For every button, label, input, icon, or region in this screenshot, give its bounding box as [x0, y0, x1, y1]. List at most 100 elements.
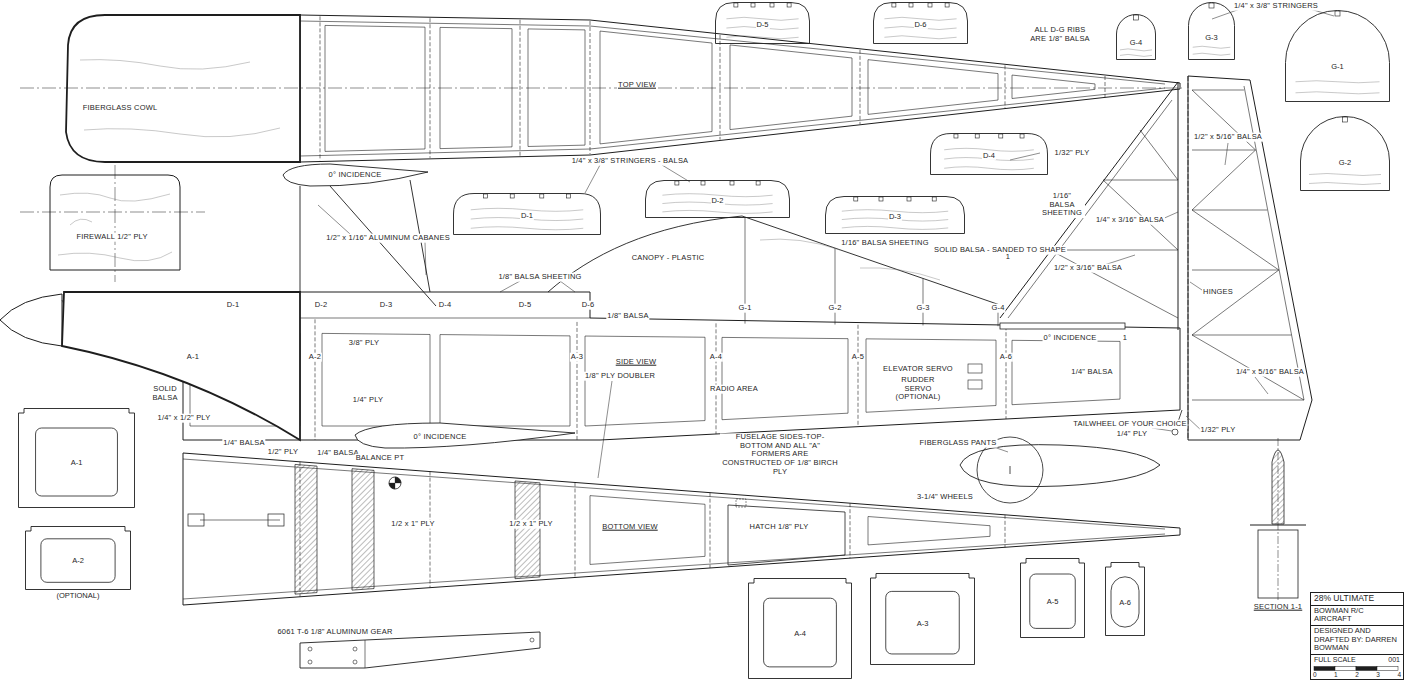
stringer-notch — [701, 181, 705, 185]
material-note: ELEVATOR SERVO — [882, 365, 954, 374]
former-template: D-1 — [453, 193, 601, 235]
former-line — [315, 319, 316, 440]
former-line — [710, 493, 711, 568]
former-svg — [1116, 14, 1156, 60]
cowl-grain — [80, 60, 280, 137]
rudder-outline — [1188, 76, 1312, 440]
stringer-notch — [854, 197, 858, 201]
lightening-panel — [1012, 340, 1120, 404]
material-note: 1/4" x 1/2" PLY — [157, 414, 212, 423]
lightening-panel — [528, 29, 585, 147]
part-number: D-3 — [888, 213, 902, 221]
leader-line — [1152, 428, 1172, 431]
stringer-notch — [954, 134, 958, 138]
stringer-notch — [730, 181, 734, 185]
wood-grain — [726, 17, 798, 20]
wood-grain — [471, 208, 583, 211]
leader-line — [1225, 143, 1228, 165]
former-outline — [749, 579, 852, 679]
former-callout: G-4 — [990, 304, 1005, 313]
wood-grain — [944, 167, 1034, 170]
former-outline — [19, 409, 135, 508]
stringer-notch — [907, 197, 911, 201]
former-line — [1105, 76, 1106, 97]
part-number: G-3 — [1204, 34, 1219, 42]
former-line — [860, 50, 861, 124]
stringer-notch — [734, 3, 738, 7]
material-note: 1/2 x 1" PLY — [390, 520, 435, 529]
former-callout: G-3 — [915, 304, 930, 313]
tailwheel — [1172, 429, 1178, 435]
rudder-diagonal — [1192, 150, 1256, 210]
stringer-notch — [975, 134, 979, 138]
part-number: A-2 — [71, 557, 85, 565]
former-svg — [1188, 2, 1235, 60]
material-note: HATCH 1/8" PLY — [749, 523, 810, 532]
wood-grain — [1296, 92, 1380, 94]
lightening-panel — [325, 25, 425, 151]
former-line — [835, 248, 836, 324]
material-note: 1/4" PLY — [352, 396, 384, 405]
fiberglass-cowl — [66, 15, 300, 162]
view-title: SIDE VIEW — [615, 358, 658, 367]
view-title: BOTTOM VIEW — [601, 523, 658, 532]
stringer-notch — [1134, 15, 1139, 20]
material-note: 1/16" BALSA SHEETING — [1039, 192, 1085, 218]
material-note: FIBERGLASS COWL — [82, 104, 159, 113]
wood-grain — [662, 210, 772, 213]
former-callout: A-3 — [570, 353, 584, 362]
turtle-deck — [742, 216, 1000, 305]
leader-line — [560, 281, 575, 292]
former-outline — [1286, 11, 1390, 102]
ply-crossmember — [352, 469, 374, 590]
former-outline — [454, 194, 601, 235]
former-template: A-4 — [748, 578, 852, 679]
stringer-notch — [928, 3, 932, 7]
gear-outline — [300, 632, 540, 668]
part-number: D-4 — [982, 152, 996, 160]
scale-segment — [1335, 666, 1356, 670]
wood-grain — [1120, 49, 1152, 51]
cabane-strut — [300, 186, 301, 292]
leader-line — [500, 281, 520, 292]
former-outline — [1117, 15, 1156, 60]
lightening-panel — [590, 496, 705, 565]
material-note: 1/2" PLY — [267, 448, 299, 457]
center-line — [20, 88, 1182, 89]
former-template: A-2(OPTIONAL) — [25, 526, 131, 590]
material-note: 3/8" PLY — [348, 339, 380, 348]
leader-line — [662, 165, 690, 182]
material-note: RADIO AREA — [709, 385, 759, 394]
fin-rib — [1050, 250, 1178, 251]
wood-grain — [842, 226, 948, 229]
part-number: A-5 — [1046, 598, 1060, 606]
former-outline — [1189, 3, 1235, 60]
title-text: BOWMAN R/C AIRCRAFT — [1311, 606, 1403, 626]
top-wing-airfoil — [283, 164, 428, 186]
rudder-diagonal — [1192, 270, 1279, 335]
former-callout: A-5 — [851, 353, 865, 362]
former-template: A-5 — [1020, 558, 1085, 638]
material-note: 0° INCIDENCE — [413, 433, 468, 442]
material-note: 1/2" x 3/16" BALSA — [1053, 264, 1123, 273]
material-note: ALL D-G RIBS ARE 1/8" BALSA — [1027, 26, 1093, 43]
hatch-tab — [736, 499, 746, 507]
lightening-panel — [600, 31, 712, 144]
stringer-notch — [770, 3, 774, 7]
material-note: SOLID BALSA — [150, 385, 180, 402]
leader-line — [585, 165, 600, 193]
fiberglass-cowl — [62, 292, 300, 440]
lightening-panel — [440, 335, 570, 426]
former-outline — [1106, 563, 1145, 636]
leader-line — [425, 242, 426, 275]
leader-line — [318, 205, 350, 234]
stabilizer-section — [1000, 323, 1125, 329]
fin-rib — [1103, 180, 1178, 181]
wood-grain — [944, 148, 1034, 151]
material-note: 1/8" BALSA — [606, 312, 649, 321]
side-view — [0, 76, 1312, 448]
former-line — [1005, 65, 1006, 108]
title-text: FULL SCALE — [1314, 656, 1356, 664]
former-line — [590, 21, 591, 154]
wood-grain — [471, 227, 583, 230]
